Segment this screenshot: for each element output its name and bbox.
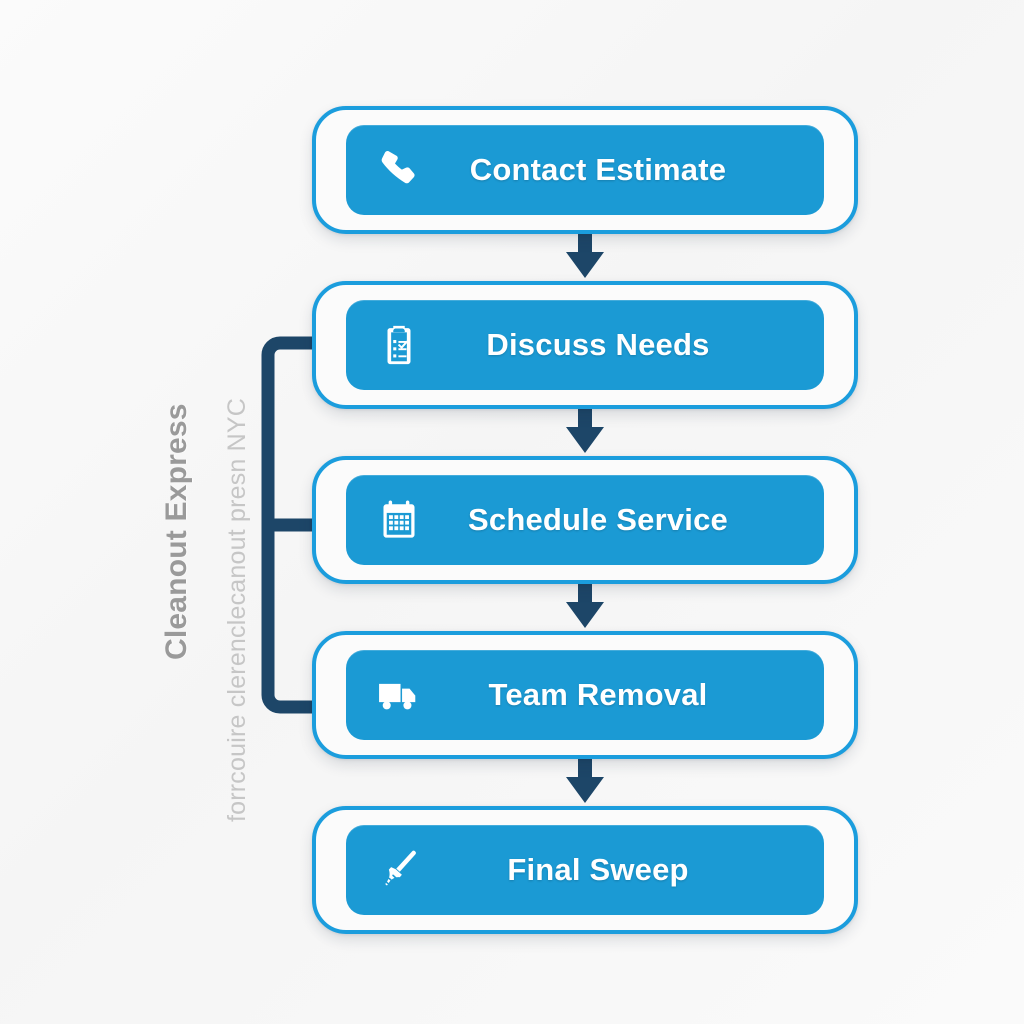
step-pill: Final Sweep [346,825,824,915]
clipboard-checklist-icon [372,318,426,372]
step-pill: Discuss Needs [346,300,824,390]
connector-arrow-2 [312,409,858,456]
step-label: Contact Estimate [469,152,727,187]
step-card-final-sweep[interactable]: Final Sweep [312,806,858,934]
group-bracket [255,330,345,720]
step-label: Final Sweep [507,852,689,887]
step-pill: Team Removal [346,650,824,740]
step-pill: Schedule Service [346,475,824,565]
phone-icon [372,143,426,197]
step-label: Schedule Service [468,502,728,537]
step-card-discuss-needs[interactable]: Discuss Needs [312,281,858,409]
step-card-team-removal[interactable]: Team Removal [312,631,858,759]
connector-arrow-1 [312,234,858,281]
flow-column: Contact Estimate [312,106,858,934]
calendar-icon [372,493,426,547]
brand-subtitle: forrcouire clerenclecanout presn NYC [223,397,251,822]
step-pill: Contact Estimate [346,125,824,215]
connector-arrow-4 [312,759,858,806]
step-card-schedule-service[interactable]: Schedule Service [312,456,858,584]
step-label: Discuss Needs [486,327,710,362]
broom-icon [372,843,426,897]
connector-arrow-3 [312,584,858,631]
truck-icon [372,668,426,722]
step-card-contact-estimate[interactable]: Contact Estimate [312,106,858,234]
step-label: Team Removal [488,677,708,712]
brand-title: Cleanout Express [160,403,193,660]
